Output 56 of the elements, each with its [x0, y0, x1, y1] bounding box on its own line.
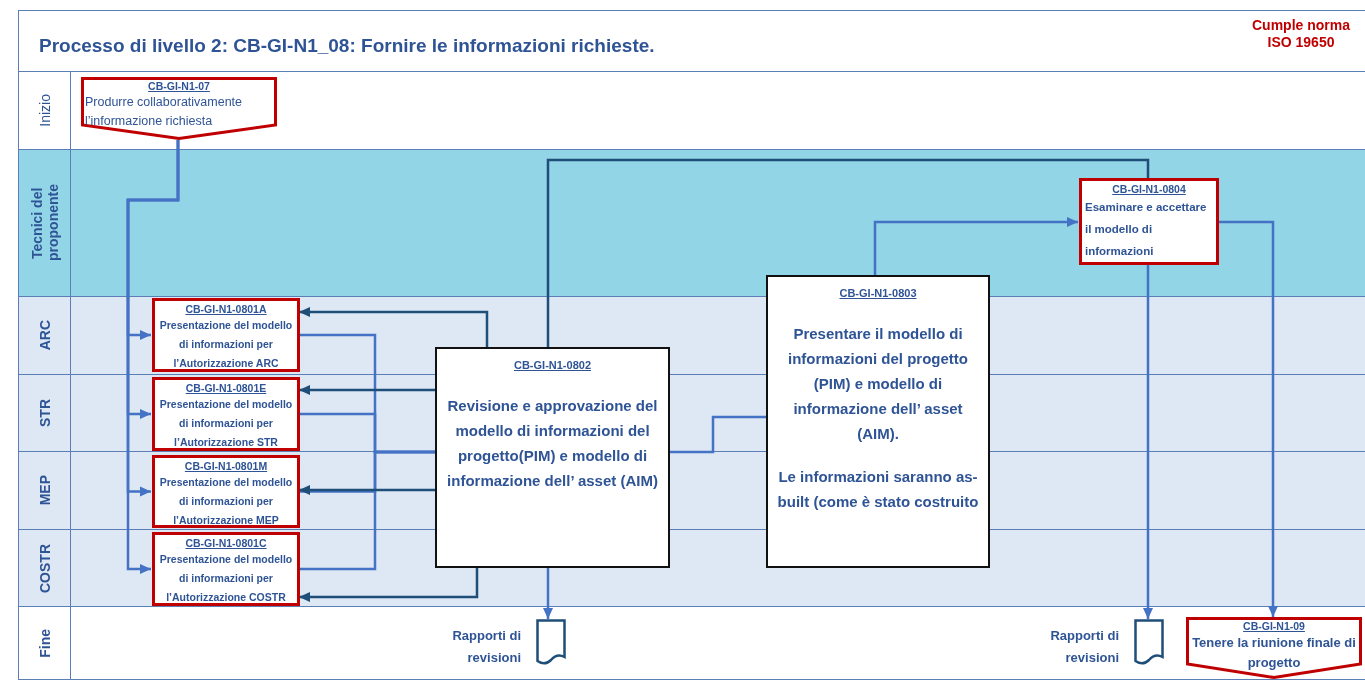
box-text: Revisione e approvazione del modello di informazioni del progetto(PIM) e modello di informazione dell’ asset (AIM) — [446, 396, 659, 491]
box-text: Le informazioni saranno as-built (come è stato costruito — [776, 467, 980, 512]
box-text: Presentazione del modello di informazioni per l’Autorizzazione COSTR — [158, 552, 294, 605]
arrow — [299, 568, 479, 602]
process-box — [152, 455, 300, 528]
process-box — [766, 275, 990, 568]
connector-line — [299, 450, 435, 571]
swimlane — [18, 72, 1365, 150]
process-box — [152, 377, 300, 451]
box-id: CB-GI-N1-0801C — [185, 537, 267, 549]
box-text: Esaminare e accettare il modello di informazioni — [1085, 200, 1208, 259]
connector-line — [670, 415, 766, 454]
box-id: CB-GI-N1-0801M — [184, 460, 268, 472]
standard-note: Cumple norma ISO 19650 — [1251, 17, 1351, 51]
arrow — [873, 217, 1078, 275]
box-id: CB-GI-N1-0802 — [514, 359, 591, 371]
diagram-title: Processo di livello 2: CB-GI-N1_08: Fornire le informazioni richieste. — [39, 35, 655, 57]
process-box — [435, 347, 670, 568]
document-symbol — [1134, 619, 1164, 665]
document-label: Rapporti di revisioni — [1049, 627, 1119, 667]
lane-label: Inizio — [36, 94, 53, 127]
process-box — [152, 298, 300, 372]
lane-label: STR — [36, 399, 53, 427]
arrow — [1143, 265, 1153, 619]
box-text: Produrre collaborativamente l’informazione richiesta — [85, 94, 244, 130]
lane-label: COSTR — [36, 543, 53, 593]
arrow — [299, 485, 435, 495]
box-id: CB-GI-N1-07 — [148, 80, 210, 92]
connector-line — [546, 158, 1150, 347]
off-page-connector — [1186, 617, 1362, 679]
lane-label: Fine — [36, 628, 53, 658]
box-text: Tenere la riunione finale di progetto — [1191, 634, 1357, 672]
arrow — [1218, 220, 1278, 617]
arrow — [543, 568, 553, 619]
box-id: CB-GI-N1-0804 — [1111, 183, 1187, 195]
arrow — [299, 385, 435, 395]
box-id: CB-GI-N1-0801A — [185, 303, 267, 315]
box-text: Presentare il modello di informazioni del progetto (PIM) e modello di informazione dell’ asset (AIM). — [787, 324, 969, 444]
box-id: CB-GI-N1-0801E — [185, 382, 267, 394]
box-text: Presentazione del modello di informazioni per l’Autorizzazione STR — [158, 397, 294, 450]
lane-label: ARC — [36, 320, 53, 351]
box-id: CB-GI-N1-09 — [1243, 620, 1305, 632]
document-symbol — [536, 619, 566, 665]
lane-label: MEP — [36, 475, 53, 506]
arrow — [299, 307, 489, 347]
lane-label: Tecnici del proponente — [28, 183, 61, 264]
box-text: Presentazione del modello di informazioni per l’Autorizzazione MEP — [158, 475, 294, 528]
document-label: Rapporti di revisioni — [451, 627, 521, 667]
process-box — [1079, 178, 1219, 265]
arrow — [126, 140, 180, 574]
off-page-connector — [81, 77, 277, 140]
swimlane — [18, 150, 1365, 297]
process-box — [152, 532, 300, 606]
box-text: Presentazione del modello di informazioni per l’Autorizzazione ARC — [158, 318, 294, 371]
swimlane — [18, 607, 1365, 680]
box-id: CB-GI-N1-0803 — [839, 287, 917, 299]
